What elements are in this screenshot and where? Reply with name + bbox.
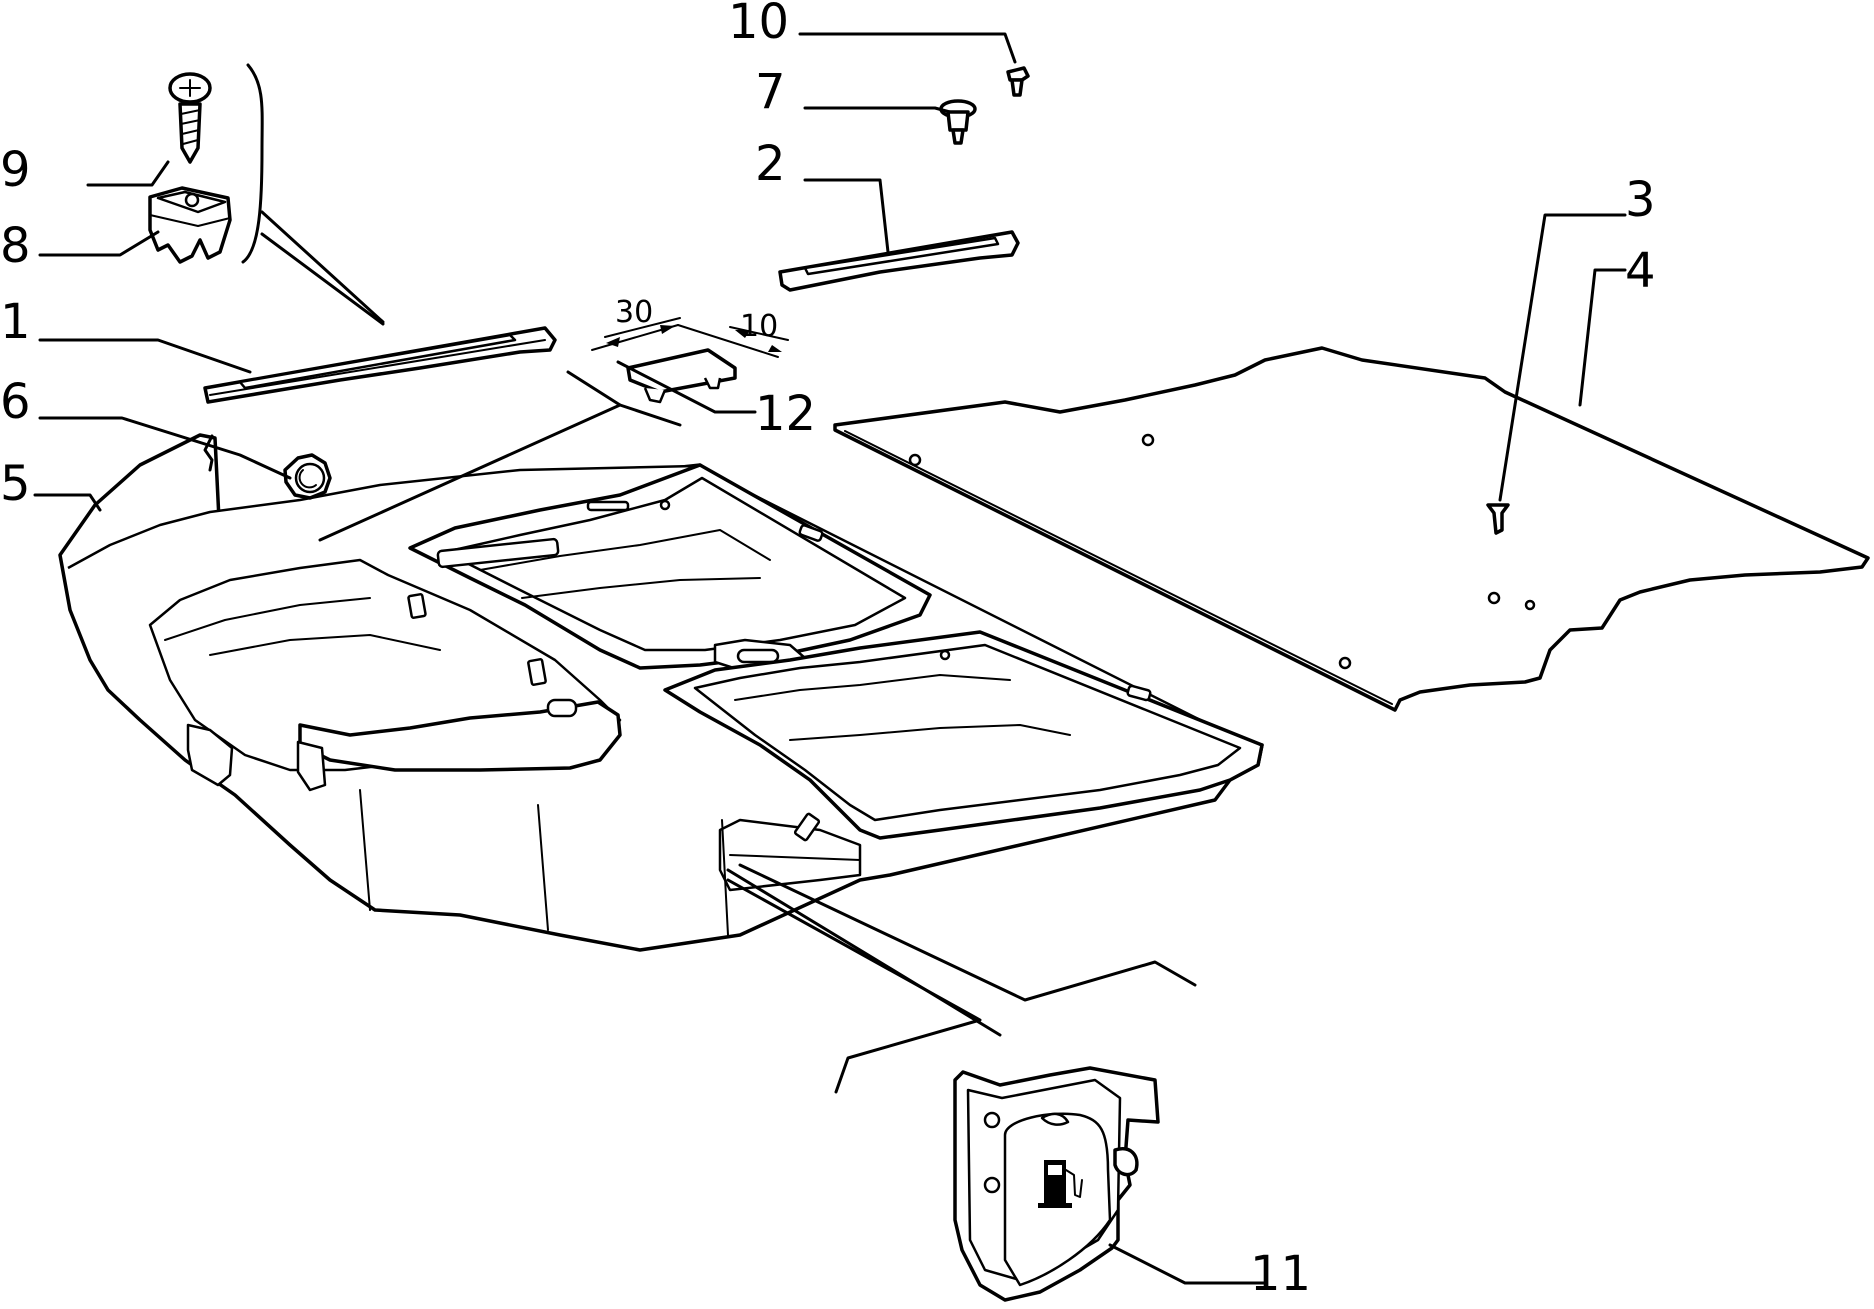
label-part-10: 10	[728, 0, 789, 50]
label-part-4: 4	[1625, 243, 1656, 299]
part-7-push-pin	[939, 99, 977, 145]
label-part-11: 11	[1250, 1246, 1311, 1302]
dimension-30-label: 30	[615, 295, 653, 330]
part-number-labels: 10 7 2 3 4 9 8 1 6 5 12 11	[0, 0, 1656, 1302]
dimension-10-label: 10	[740, 309, 778, 344]
label-part-1: 1	[0, 294, 31, 350]
part-2-retaining-bar	[778, 230, 1020, 292]
part-8-clip-nut	[148, 186, 232, 264]
part-1-retaining-bar	[203, 326, 557, 404]
label-part-7: 7	[755, 64, 786, 120]
part-5-trunk-liner	[58, 433, 1264, 952]
part-3-clip	[1486, 503, 1510, 535]
part-6-grommet	[283, 453, 332, 500]
part-9-screw	[168, 72, 212, 164]
label-part-3: 3	[1625, 172, 1656, 228]
part-4-floor-mat	[833, 346, 1870, 712]
part-11-fuel-filler-panel	[953, 1066, 1160, 1302]
label-part-9: 9	[0, 142, 31, 198]
label-part-5: 5	[0, 456, 31, 512]
fuel-pump-icon	[1038, 1160, 1083, 1208]
label-part-6: 6	[0, 374, 31, 430]
label-part-2: 2	[755, 136, 786, 192]
pad-dimensions: 30 10	[591, 295, 789, 358]
leader-lines	[33, 32, 1627, 1285]
part-10-small-screw	[1006, 66, 1030, 97]
label-part-12: 12	[755, 386, 816, 442]
label-part-8: 8	[0, 218, 31, 274]
group-bracket	[241, 63, 385, 326]
